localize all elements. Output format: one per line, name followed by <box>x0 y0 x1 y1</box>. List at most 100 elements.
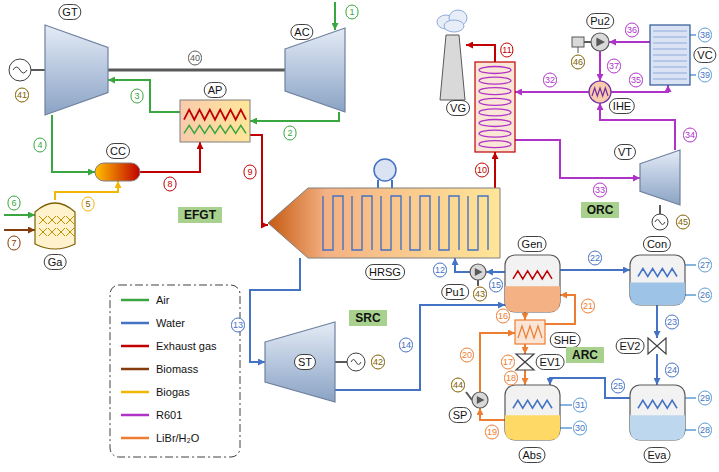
stream-number: 14 <box>399 338 413 353</box>
solution-heat-exchanger: SHE <box>515 320 545 344</box>
cycle-name: ARC <box>572 348 598 362</box>
air-compressor-outline <box>285 28 345 112</box>
component-label: Ga <box>44 254 67 270</box>
callout-number: 44 <box>451 378 465 393</box>
callout-number: 28 <box>698 423 712 438</box>
absorber-vessel-outline <box>505 385 560 440</box>
component-label: Gen <box>518 236 547 252</box>
component-label: Eva <box>644 447 671 463</box>
component-label: VG <box>446 100 470 116</box>
steam-turbine: ST <box>265 322 335 402</box>
legend-line <box>121 368 149 371</box>
legend-entry: Biomass <box>120 362 198 376</box>
stream-line <box>455 258 470 272</box>
component-label: AC <box>290 24 313 40</box>
stream-line <box>515 140 640 178</box>
expansion-valve: EV1 <box>516 354 534 370</box>
stream-number: 10 <box>475 163 489 178</box>
component-label: EV1 <box>536 354 565 370</box>
legend-line <box>121 391 149 394</box>
component-label: ST <box>294 354 316 370</box>
expansion-valve-outline <box>516 354 534 370</box>
stream-line <box>524 344 526 354</box>
component-label: CC <box>106 143 130 159</box>
stream-number: 12 <box>433 263 447 278</box>
cycle-tag: ARC <box>566 347 604 363</box>
heat-recovery-steam-generator-outline <box>268 188 500 258</box>
component-label: EV2 <box>616 338 645 354</box>
stream-number: 16 <box>496 309 510 324</box>
stream-line <box>524 312 526 320</box>
stream-number: 21 <box>581 299 595 314</box>
stream-number: 9 <box>244 165 257 180</box>
legend-text: Biogas <box>156 385 190 399</box>
vapour-condenser: VC <box>650 25 690 85</box>
component-label: SP <box>449 407 472 423</box>
legend-entry: LiBr/H₂O <box>120 431 199 445</box>
legend-swatch <box>120 341 150 351</box>
stream-line <box>480 408 505 420</box>
legend-swatch <box>120 295 150 305</box>
stream-line <box>609 41 650 43</box>
gasifier: Ga <box>35 200 75 250</box>
vapour-turbine: VT <box>640 150 680 205</box>
expansion-valve: EV2 <box>648 338 666 354</box>
component-label: HRSG <box>365 264 405 280</box>
legend-entry: Exhaust gas <box>120 339 217 353</box>
component-label: AP <box>204 82 227 98</box>
stream-number: 2 <box>284 126 297 141</box>
legend-line <box>121 345 149 348</box>
gas-turbine-outline <box>45 25 108 115</box>
legend-entry: Water <box>120 316 185 330</box>
callout-number: 38 <box>698 28 712 43</box>
legend-entry: Air <box>120 293 169 307</box>
stream-number: 4 <box>34 138 47 153</box>
legend-text: R601 <box>156 408 182 422</box>
shaft-line <box>108 69 285 72</box>
legend-swatch <box>120 387 150 397</box>
combustion-chamber-outline <box>95 163 140 181</box>
legend-line <box>121 437 149 440</box>
callout-number: 26 <box>698 288 712 303</box>
stream-line <box>515 91 589 93</box>
generator-vessel: Gen <box>505 255 560 312</box>
callout-number: 11 <box>500 43 513 58</box>
component-label: SHE <box>550 332 581 348</box>
stream-line <box>494 152 496 188</box>
pump-symbol: Pu2 <box>591 33 609 51</box>
cycle-name: SRC <box>355 311 380 325</box>
stream-number: 19 <box>485 425 499 440</box>
evaporator-vessel-outline <box>630 385 685 440</box>
heat-recovery-steam-generator: HRSG <box>268 188 500 258</box>
legend-swatch <box>120 364 150 374</box>
component-label: Con <box>643 236 671 252</box>
callout-number: 39 <box>698 68 712 83</box>
stream-line <box>550 378 630 398</box>
vapour-generator: VG <box>475 62 515 152</box>
pump-symbol: SP <box>472 392 488 408</box>
component-label: VC <box>693 47 716 63</box>
stream-number: 33 <box>593 183 607 198</box>
component-label: Pu2 <box>586 13 614 29</box>
expansion-valve-outline <box>648 338 666 354</box>
stream-number: 13 <box>231 318 245 333</box>
component-label: VT <box>614 144 636 160</box>
component-label: Abs <box>519 447 546 463</box>
callout-number: 29 <box>698 391 712 406</box>
combustion-chamber: CC <box>95 163 140 181</box>
callout-number: 41 <box>15 88 29 103</box>
legend-line <box>121 299 149 302</box>
legend-text: Water <box>156 316 185 330</box>
callout-number: 42 <box>371 355 385 370</box>
legend-swatch <box>120 433 150 443</box>
cycle-name: ORC <box>587 203 614 217</box>
cycle-tag: ORC <box>581 202 620 218</box>
stream-number: 34 <box>683 128 697 143</box>
vapour-generator-outline <box>475 62 515 152</box>
stream-number: 32 <box>543 73 557 88</box>
stream-number: 22 <box>588 251 602 266</box>
callout-number: 6 <box>8 196 21 211</box>
stream-number: 24 <box>665 363 679 378</box>
callout-number: 46 <box>571 55 585 70</box>
stream-line <box>250 135 268 225</box>
